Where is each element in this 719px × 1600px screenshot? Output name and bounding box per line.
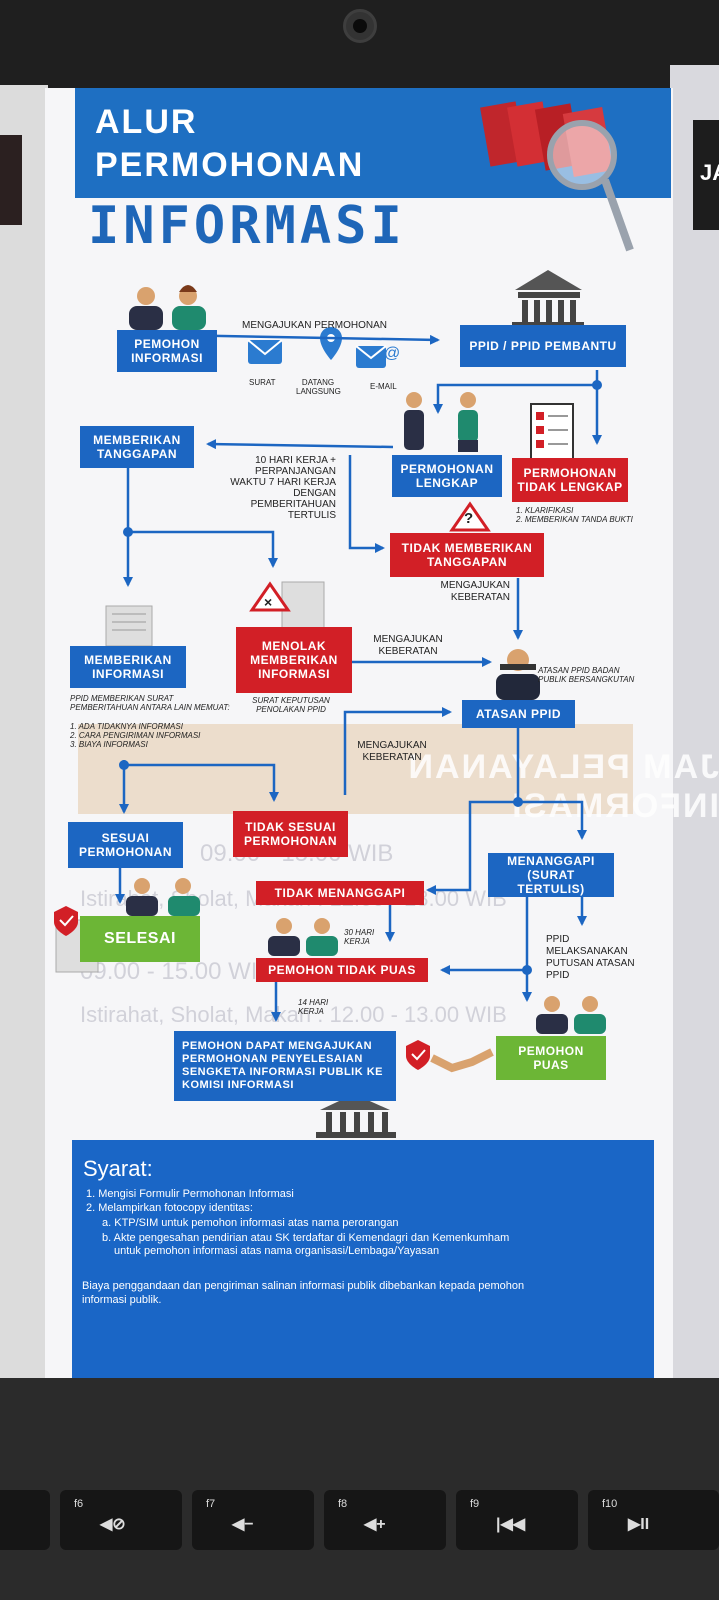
- play-pause-icon: ▶II: [628, 1516, 650, 1533]
- node-pemohon-puas: PEMOHON PUAS: [496, 1036, 606, 1080]
- brochure-left-fold: [0, 85, 48, 1385]
- node-permohonan-lengkap: PERMOHONAN LENGKAP: [392, 455, 502, 497]
- label-mengajukan-permohonan: MENGAJUKAN PERMOHONAN: [242, 320, 388, 331]
- volume-down-icon: ◀−: [232, 1516, 254, 1533]
- syarat-subitem: b. Akte pengesahan pendirian atau SK ter…: [102, 1232, 510, 1244]
- node-menolak: MENOLAK MEMBERIKAN INFORMASI: [236, 627, 352, 693]
- syarat-subitem: a. KTP/SIM untuk pemohon informasi atas …: [102, 1217, 399, 1229]
- key-f5[interactable]: [0, 1490, 50, 1550]
- building-icon: [512, 270, 584, 328]
- label-datang-langsung: DATANG LANGSUNG: [296, 378, 341, 396]
- node-permohonan-tidak-lengkap: PERMOHONAN TIDAK LENGKAP: [512, 458, 628, 502]
- document-icon: [105, 605, 153, 647]
- folder-magnifier-icon: [480, 101, 634, 252]
- node-atasan-ppid: ATASAN PPID: [462, 700, 575, 728]
- volume-up-icon: ◀+: [364, 1516, 386, 1533]
- label-mengajukan-keberatan: MENGAJUKAN KEBERATAN: [440, 580, 510, 603]
- show-through-band: [78, 724, 633, 814]
- puas-people-icon: [536, 996, 606, 1034]
- flow-arrows: [115, 333, 602, 1022]
- node-tidak-menanggapi: TIDAK MENANGGAPI: [256, 881, 424, 905]
- key-f7-volume-down[interactable]: f7◀−: [192, 1490, 314, 1550]
- title-line-2: PERMOHONAN: [95, 146, 365, 184]
- node-pemohon-tidak-puas: PEMOHON TIDAK PUAS: [256, 958, 428, 982]
- label-hari-kerja: 10 HARI KERJA + PERPANJANGAN WAKTU 7 HAR…: [230, 455, 336, 521]
- label-mengajukan-keberatan: MENGAJUKAN KEBERATAN: [357, 740, 427, 763]
- key-f9-previous-track[interactable]: f9|◀◀: [456, 1490, 578, 1550]
- node-memberikan-tanggapan: MEMBERIKAN TANGGAPAN: [80, 426, 194, 468]
- brochure-right-fold-block: [693, 120, 719, 230]
- node-menanggapi: MENANGGAPI (SURAT TERTULIS): [488, 853, 614, 897]
- title-line-3: INFORMASI: [88, 196, 406, 256]
- court-building-icon: [316, 1094, 396, 1138]
- tidak-puas-people-icon: [268, 918, 338, 956]
- label-email: E-MAIL: [370, 382, 397, 391]
- svg-text:×: ×: [264, 594, 272, 610]
- webcam-lens: [353, 19, 367, 33]
- label-ppid-melaksanakan: PPID MELAKSANAKAN PUTUSAN ATASAN PPID: [546, 934, 635, 981]
- key-f6-mute[interactable]: f6◀⊘: [60, 1490, 182, 1550]
- node-tidak-sesuai-permohonan: TIDAK SESUAI PERMOHONAN: [233, 811, 348, 857]
- label-14-hari: 14 HARI KERJA: [298, 998, 329, 1016]
- mute-icon: ◀⊘: [100, 1516, 126, 1533]
- node-ppid: PPID / PPID PEMBANTU: [460, 325, 626, 367]
- node-pemohon-informasi: PEMOHON INFORMASI: [117, 330, 217, 372]
- label-surat-keputusan: SURAT KEPUTUSAN PENOLAKAN PPID: [252, 696, 330, 714]
- handshake-people-icon: [404, 392, 478, 452]
- node-memberikan-informasi: MEMBERIKAN INFORMASI: [70, 646, 186, 688]
- node-selesai: SELESAI: [80, 916, 200, 962]
- title-line-1: ALUR: [95, 103, 198, 141]
- checklist-icon: [530, 403, 574, 461]
- email-icon: @: [355, 345, 400, 368]
- agreement-handshake-icon: [406, 1040, 494, 1073]
- label-ppid-note-item: 2. CARA PENGIRIMAN INFORMASI: [70, 731, 201, 740]
- label-klarifikasi: 1. KLARIFIKASI: [516, 506, 574, 515]
- node-sesuai-permohonan: SESUAI PERMOHONAN: [68, 822, 183, 868]
- syarat-panel: [72, 1140, 654, 1378]
- syarat-biaya: Biaya penggandaan dan pengiriman salinan…: [82, 1280, 525, 1292]
- laptop-keyboard: [0, 1378, 719, 1600]
- label-atasan-ppid-badan: ATASAN PPID BADAN PUBLIK BERSANGKUTAN: [538, 666, 635, 684]
- svg-text:@: @: [384, 345, 400, 362]
- label-mengajukan-keberatan: MENGAJUKAN KEBERATAN: [373, 634, 443, 657]
- syarat-item: 1. Mengisi Formulir Permohonan Informasi: [86, 1188, 294, 1200]
- rejected-document-icon: ×: [249, 581, 325, 629]
- mail-icon: [247, 339, 283, 364]
- brochure-left-fold-block: [0, 135, 22, 225]
- previous-track-icon: |◀◀: [496, 1516, 526, 1533]
- show-through-text: Istirahat, Sholat, Makan : 12.00 - 13.00…: [80, 1002, 507, 1027]
- warning-question-icon: [449, 501, 491, 532]
- syarat-item: 2. Melampirkan fotocopy identitas:: [86, 1202, 253, 1214]
- syarat-biaya: informasi publik.: [82, 1294, 162, 1306]
- brochure-right-fold: [670, 65, 719, 1405]
- label-ppid-note: PPID MEMBERIKAN SURAT PEMBERITAHUAN ANTA…: [70, 694, 230, 712]
- label-tanda-bukti: 2. MEMBERIKAN TANDA BUKTI: [516, 515, 633, 524]
- flow-junction-dots: [119, 380, 602, 975]
- label-ppid-note-item: 3. BIAYA INFORMASI: [70, 740, 148, 749]
- label-surat: SURAT: [249, 378, 276, 387]
- label-ppid-note-item: 1. ADA TIDAKNYA INFORMASI: [70, 722, 183, 731]
- pemohon-people-icon: [129, 285, 206, 330]
- syarat-title: Syarat:: [83, 1156, 153, 1181]
- right-fold-text: JA: [700, 160, 719, 185]
- show-through-text: 09.00 - 15.00 WIB: [80, 958, 274, 985]
- key-f8-volume-up[interactable]: f8◀+: [324, 1490, 446, 1550]
- key-f10-play-pause[interactable]: f10▶II: [588, 1490, 719, 1550]
- label-30-hari: 30 HARI KERJA: [344, 928, 375, 946]
- syarat-subitem: untuk pemohon informasi atas nama organi…: [114, 1245, 440, 1257]
- selesai-people-icon: [126, 878, 200, 916]
- node-tidak-memberikan-tanggapan: TIDAK MEMBERIKAN TANGGAPAN: [390, 533, 544, 577]
- node-komisi-informasi: PEMOHON DAPAT MENGAJUKAN PERMOHONAN PENY…: [174, 1031, 396, 1101]
- atasan-person-icon: [496, 649, 540, 700]
- question-mark: ?: [464, 510, 474, 527]
